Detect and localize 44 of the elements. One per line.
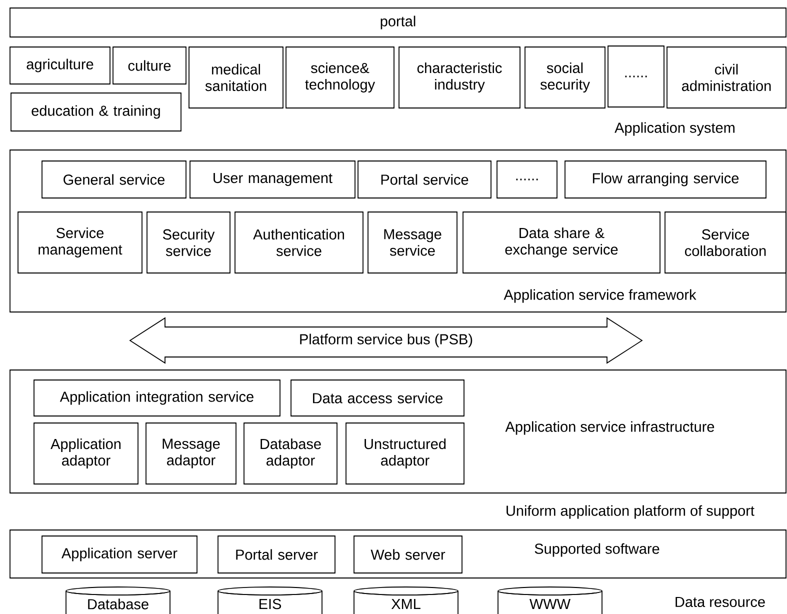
- database-cylinder: Database: [66, 586, 170, 614]
- service-box: Service collaboration: [664, 212, 786, 274]
- service-box: Authentication service: [234, 212, 364, 274]
- service-box: Database adaptor: [244, 422, 338, 484]
- node-label: EIS: [260, 598, 282, 610]
- service-box: civil administration: [666, 46, 786, 108]
- service-box: Web server: [354, 536, 462, 574]
- service-box: culture: [112, 46, 186, 84]
- service-box: education & training: [10, 92, 182, 132]
- service-box: agriculture: [10, 46, 110, 84]
- layer-heading: Application service infrastructure: [505, 421, 714, 435]
- service-box: User management: [190, 160, 356, 198]
- database-cylinder: WWW: [498, 586, 602, 614]
- service-box: Application integration service: [34, 380, 280, 416]
- service-box: social security: [524, 46, 606, 108]
- service-box: Application adaptor: [34, 422, 138, 484]
- database-cylinder: XML: [354, 586, 458, 614]
- layer-label: Uniform application platform of support: [506, 505, 754, 519]
- service-box: Application server: [42, 536, 198, 574]
- service-box: Data share & exchange service: [462, 212, 660, 274]
- service-box: Service management: [18, 212, 142, 274]
- service-box: Portal service: [358, 160, 492, 198]
- layer-label: Data resource: [676, 596, 765, 608]
- service-box: ......: [608, 46, 664, 108]
- node-label: Database: [88, 598, 148, 610]
- service-box: Unstructured adaptor: [346, 422, 464, 484]
- service-box: ......: [496, 160, 558, 198]
- service-box: portal: [10, 8, 786, 38]
- service-box: Message adaptor: [146, 422, 236, 484]
- layer-heading: Application service framework: [504, 289, 696, 303]
- service-box: Portal server: [218, 536, 336, 574]
- node-label: WWW: [530, 599, 570, 609]
- service-box: science& technology: [286, 46, 394, 108]
- service-box: Message service: [368, 212, 458, 274]
- service-box: medical sanitation: [188, 46, 284, 108]
- layer-label: Application system: [614, 122, 734, 136]
- layer-heading: Supported software: [534, 543, 660, 557]
- service-box: Data access service: [290, 380, 464, 416]
- service-box: Security service: [146, 212, 230, 274]
- node-label: XML: [391, 599, 420, 609]
- service-box: General service: [42, 160, 186, 198]
- service-box: characteristic industry: [398, 46, 520, 108]
- service-box: Flow arranging service: [564, 160, 766, 198]
- database-cylinder: EIS: [218, 586, 322, 614]
